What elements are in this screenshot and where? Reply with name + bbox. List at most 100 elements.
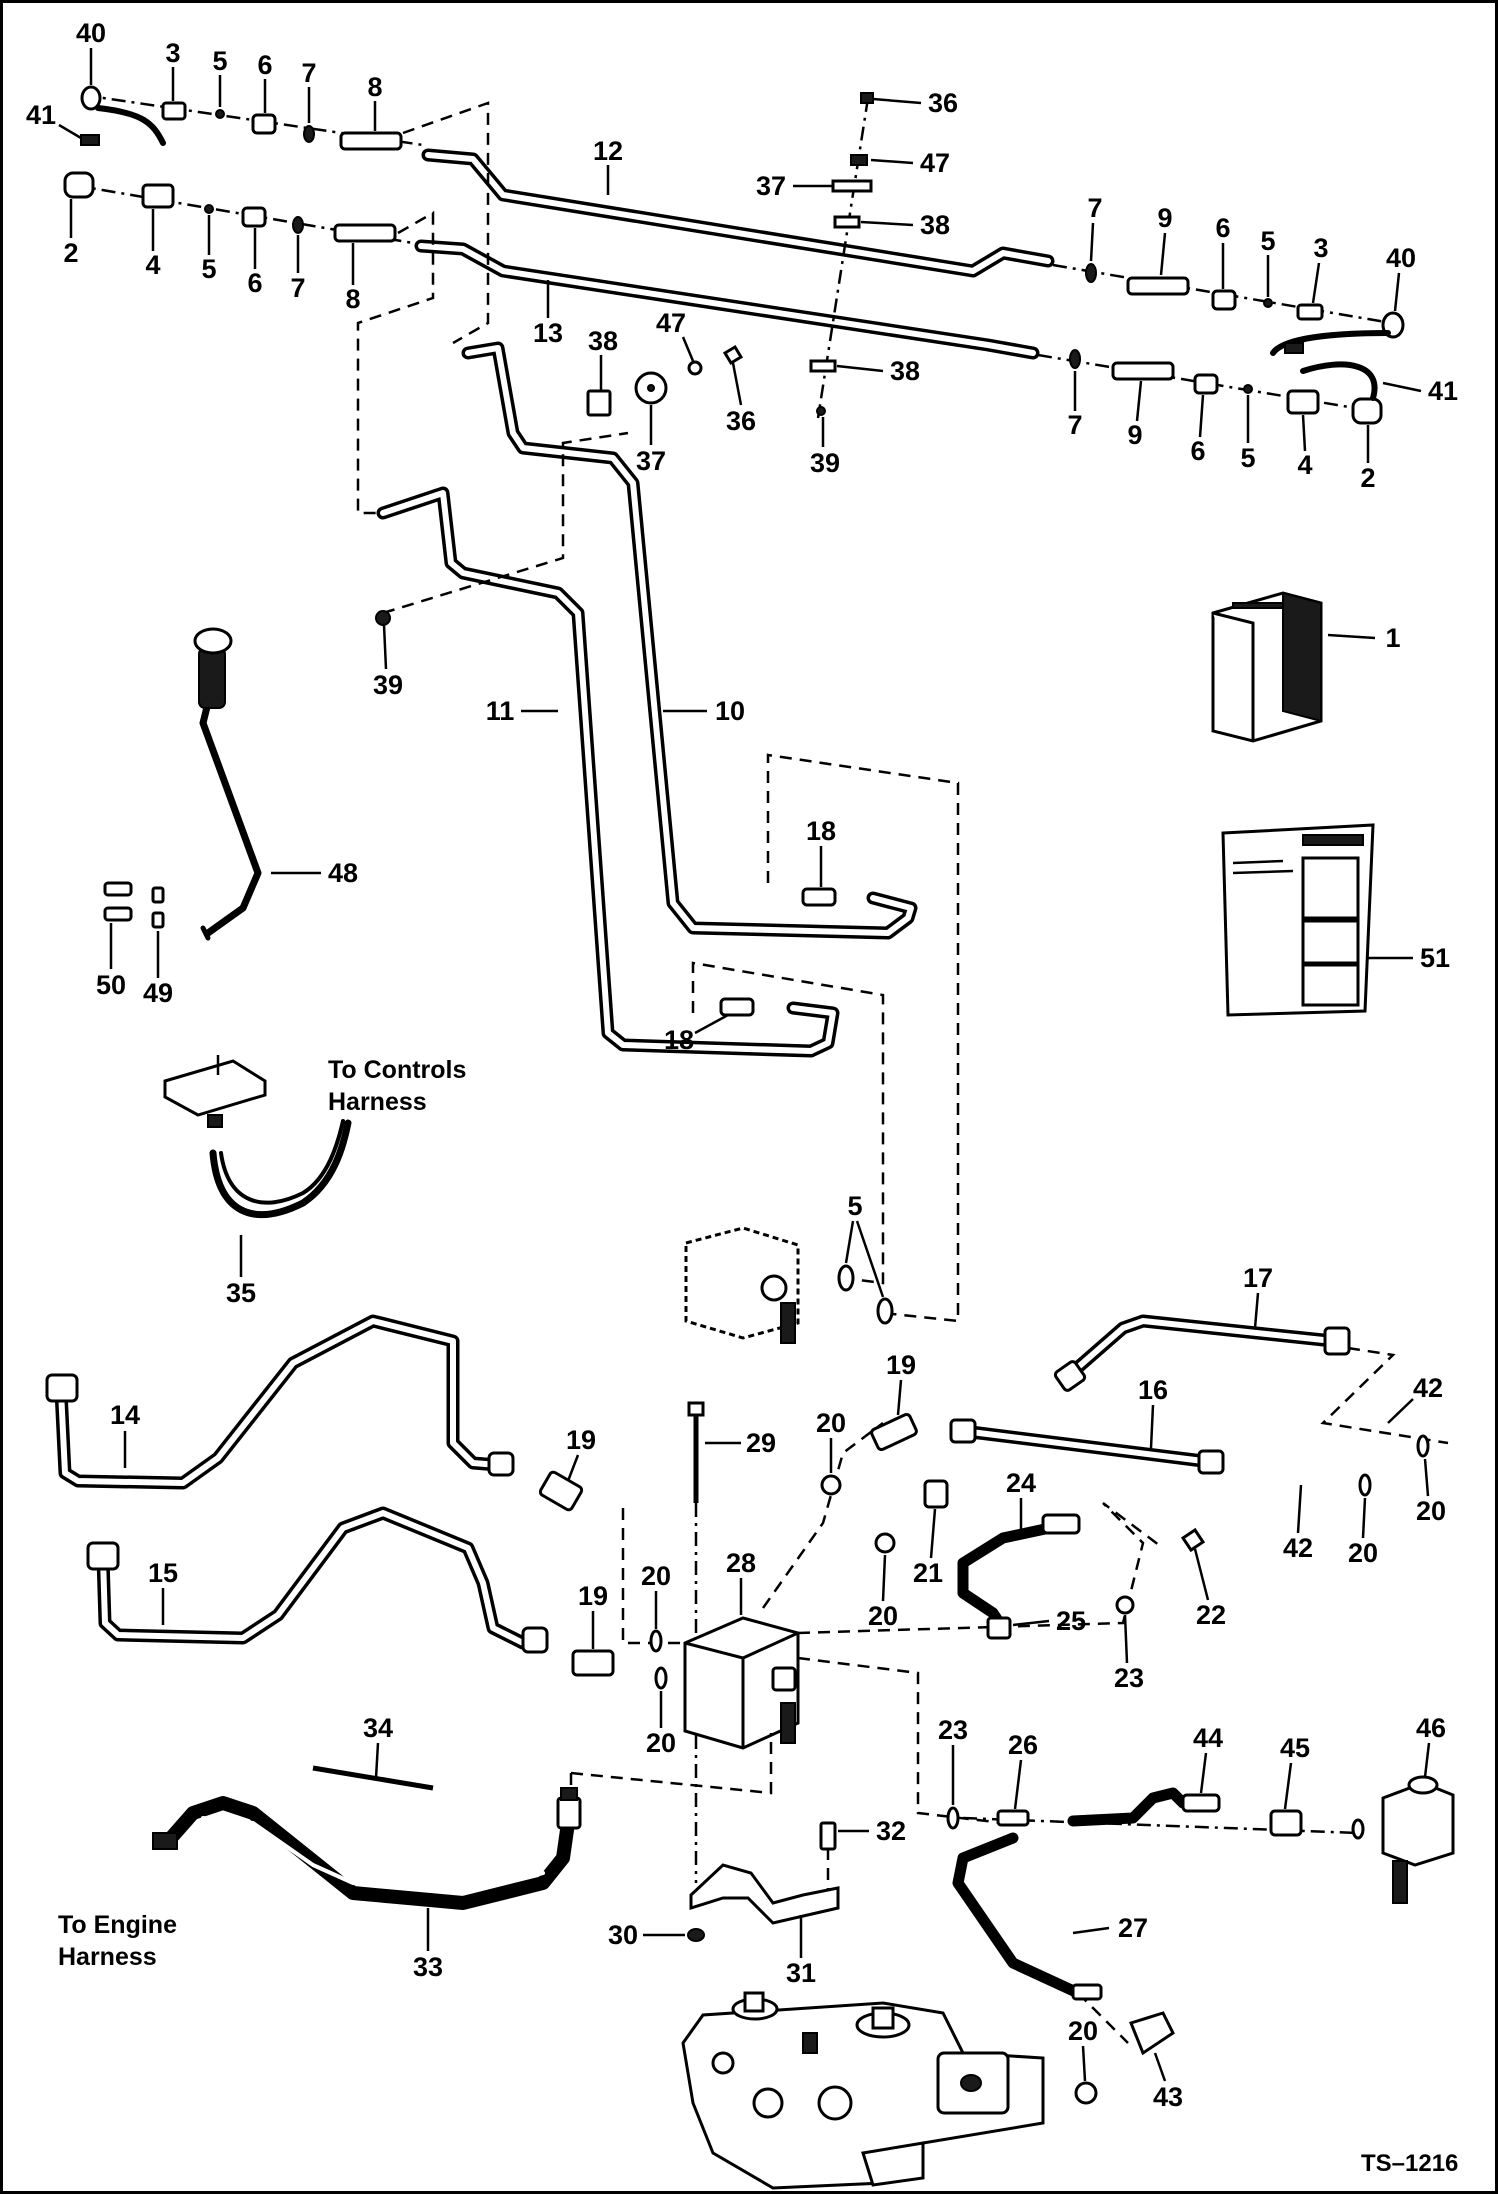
callout-6b: 6: [247, 268, 262, 298]
callout-36b: 36: [726, 406, 756, 436]
instruction-manual-1: [1211, 591, 1323, 743]
callout-47a: 47: [920, 148, 950, 178]
note-to-controls-harness-line2: Harness: [328, 1088, 427, 1116]
callout-2a: 2: [63, 238, 78, 268]
callout-6d: 6: [1190, 436, 1205, 466]
valve-28-lines-4: [797, 1656, 1004, 1825]
callout-18a: 18: [806, 816, 836, 846]
callout-43: 43: [1153, 2082, 1183, 2112]
callout-40a: 40: [76, 18, 106, 48]
tube-11: [376, 486, 840, 1058]
callout-34: 34: [363, 1713, 393, 1743]
callout-31: 31: [786, 1958, 816, 1988]
fitting-22: [1180, 1527, 1206, 1553]
callout-15: 15: [148, 1558, 178, 1588]
callout-3b: 3: [1313, 233, 1328, 263]
hose-27: [952, 1832, 1175, 2056]
callout-28: 28: [726, 1548, 756, 1578]
callout-7a: 7: [301, 58, 316, 88]
top-left-dashed-outline: [402, 101, 490, 345]
parts-diagram: 40 3 5 6 7 8 41 2 4 5 6 7 8 12 13 36 47: [26, 18, 1458, 2190]
valve-28-lines-5: [797, 1502, 1164, 1635]
instruction-sheet-51: [1221, 823, 1375, 1017]
callout-20a: 20: [816, 1408, 846, 1438]
callout-24: 24: [1006, 1468, 1036, 1498]
callout-27: 27: [1118, 1913, 1148, 1943]
valve-28-lines-2: [570, 1733, 773, 1795]
callout-32: 32: [876, 1816, 906, 1846]
valve-block-upper: [684, 1226, 894, 1344]
valve-28-lines: [621, 1508, 685, 1645]
callout-51: 51: [1420, 943, 1450, 973]
switch-48: [103, 627, 262, 941]
callout-5a: 5: [212, 46, 227, 76]
callout-7b: 7: [290, 273, 305, 303]
callout-33: 33: [413, 1952, 443, 1982]
figure-id: TS–1216: [1361, 2150, 1458, 2177]
callout-21: 21: [913, 1558, 943, 1588]
center-bracket-hardware: [586, 92, 874, 419]
callout-17: 17: [1243, 1263, 1273, 1293]
valve-dashed-outline-2: [691, 961, 885, 1285]
callout-42a: 42: [1413, 1373, 1443, 1403]
callout-4b: 4: [1297, 450, 1312, 480]
o-ring-23-left: [946, 1806, 960, 1830]
callout-46: 46: [1416, 1713, 1446, 1743]
callout-4a: 4: [145, 250, 160, 280]
upper-right-fitting-chain: [1037, 263, 1405, 425]
upper-left-fitting-chain: [63, 85, 424, 245]
tube-16: [949, 1418, 1225, 1475]
callout-20b: 20: [868, 1601, 898, 1631]
callout-18b: 18: [664, 1025, 694, 1055]
bolt-29: [687, 1401, 705, 1883]
callout-19c: 19: [886, 1350, 916, 1380]
connectors-18: [719, 887, 837, 1017]
callout-47b: 47: [656, 308, 686, 338]
callout-10: 10: [715, 696, 745, 726]
hose-24: [957, 1513, 1081, 1640]
fitting-39-left: [375, 610, 391, 626]
callout-39a: 39: [810, 448, 840, 478]
callout-50: 50: [96, 970, 126, 1000]
callout-41b: 41: [1428, 376, 1458, 406]
o-ring-23-right: [1115, 1595, 1135, 1615]
callout-20d: 20: [646, 1728, 676, 1758]
callout-45: 45: [1280, 1733, 1310, 1763]
callout-30: 30: [608, 1920, 638, 1950]
valve-dashed-outline: [766, 753, 960, 1323]
tube-15: [86, 1506, 549, 1654]
tube-14: [45, 1314, 515, 1490]
controls-harness-35: [163, 1055, 352, 1219]
callout-37b: 37: [636, 446, 666, 476]
callout-49: 49: [143, 978, 173, 1008]
callout-5b: 5: [201, 254, 216, 284]
fittings-19: [538, 1412, 918, 1677]
valve-28-lines-6: [761, 1422, 884, 1609]
callout-23b: 23: [938, 1715, 968, 1745]
callout-16: 16: [1138, 1375, 1168, 1405]
callout-9a: 9: [1157, 203, 1172, 233]
callout-9b: 9: [1127, 420, 1142, 450]
callout-5d: 5: [1240, 443, 1255, 473]
o-rings-20: [649, 1434, 1430, 2105]
lower-right-hose-chain: [962, 1775, 1455, 1904]
callout-22: 22: [1196, 1600, 1226, 1630]
callout-41a: 41: [26, 100, 56, 130]
callout-8b: 8: [345, 284, 360, 314]
callout-19a: 19: [566, 1425, 596, 1455]
callout-29: 29: [746, 1428, 776, 1458]
callout-39b: 39: [373, 670, 403, 700]
top-left-dashed-outline-2: [356, 210, 435, 515]
callout-2b: 2: [1360, 463, 1375, 493]
callout-5e: 5: [847, 1191, 862, 1221]
callout-6c: 6: [1215, 213, 1230, 243]
callout-25: 25: [1056, 1606, 1086, 1636]
callout-6a: 6: [257, 50, 272, 80]
pump-assembly: [681, 1991, 1045, 2190]
valve-block-28: [683, 1616, 800, 1750]
callout-1: 1: [1385, 623, 1400, 653]
callout-20g: 20: [1068, 2016, 1098, 2046]
callout-38c: 38: [588, 326, 618, 356]
callout-7c: 7: [1087, 193, 1102, 223]
cable-tie-34: [312, 1765, 434, 1791]
